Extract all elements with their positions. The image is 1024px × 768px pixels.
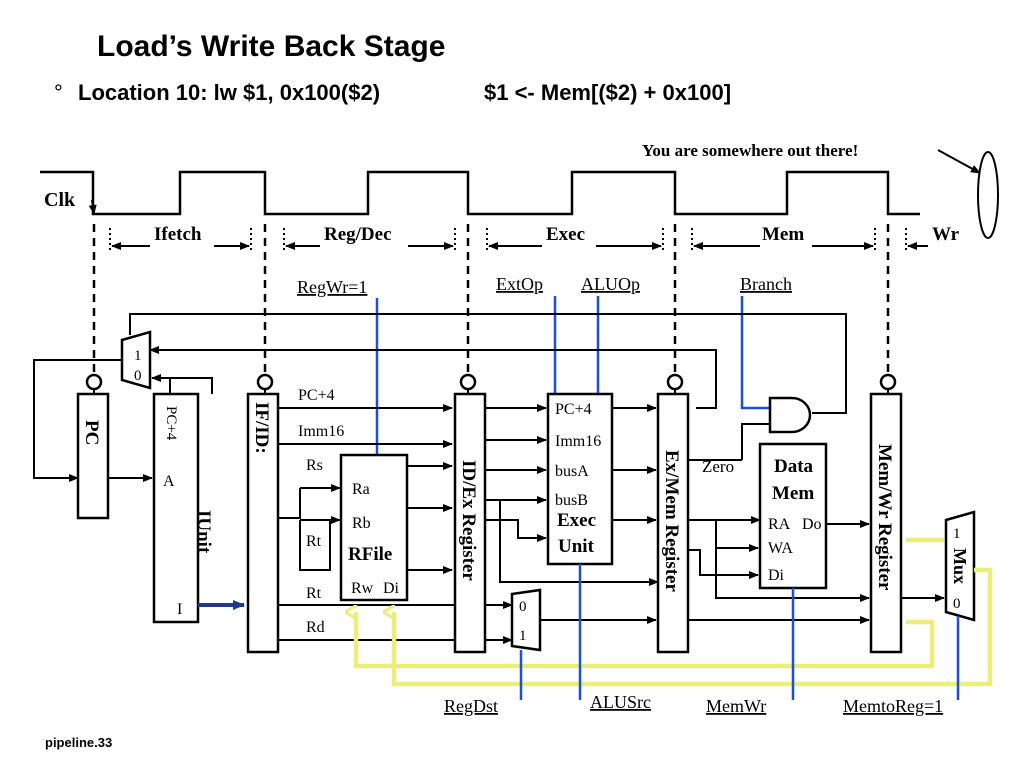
wb-mux-label: Mux xyxy=(950,548,970,584)
pc-label: PC xyxy=(81,420,102,445)
stage-ifetch: Ifetch xyxy=(154,224,202,245)
dmem-ra-port: RA xyxy=(768,516,791,533)
writeback-data-path xyxy=(394,567,993,687)
rfile-rb-port: Rb xyxy=(352,515,371,532)
exmem-register xyxy=(656,392,690,654)
clock-tap xyxy=(256,373,274,391)
wire-rt-2: Rt xyxy=(306,585,322,602)
wire-rd: Rd xyxy=(306,619,325,636)
writeback-reg-path xyxy=(356,612,935,669)
pc-mux xyxy=(120,330,152,390)
clock-tap xyxy=(459,373,477,391)
ifid-label: IF/ID: xyxy=(251,402,272,454)
regdst-mux-in-0: 0 xyxy=(519,599,527,615)
wire-imm16: Imm16 xyxy=(298,423,344,440)
iunit-pc4-port: PC+4 xyxy=(163,406,179,441)
exec-label-2: Unit xyxy=(558,536,595,557)
control-branch: Branch xyxy=(740,274,792,294)
wb-mux-in-0: 0 xyxy=(953,596,961,612)
rfile-label: RFile xyxy=(348,544,392,565)
rfile-di-port: Di xyxy=(383,580,400,597)
writeback-mux xyxy=(944,510,976,622)
clock-tap xyxy=(666,373,684,391)
control-extop: ExtOp xyxy=(496,274,543,294)
clock-waveform xyxy=(40,170,920,216)
pc-mux-in-0: 0 xyxy=(134,368,142,384)
stage-exec: Exec xyxy=(546,224,585,245)
stage-wr: Wr xyxy=(932,224,960,245)
rfile-rw-port: Rw xyxy=(351,580,374,597)
bullet-marker: ° xyxy=(54,80,63,105)
exmem-label: Ex/Mem Register xyxy=(661,450,682,592)
control-regdst: RegDst xyxy=(444,696,498,716)
iunit-label: IUnit xyxy=(193,510,214,554)
stage-regdec: Reg/Dec xyxy=(324,224,392,245)
exec-busb-port: busB xyxy=(555,492,588,509)
control-aluop: ALUOp xyxy=(581,274,640,294)
rfile-ra-port: Ra xyxy=(352,481,370,498)
control-regwr: RegWr=1 xyxy=(297,277,367,297)
register-file xyxy=(339,453,409,602)
iunit-a-port: A xyxy=(163,473,175,490)
memwr-label: Mem/Wr Register xyxy=(874,444,895,591)
control-memwr: MemWr xyxy=(706,696,766,716)
stage-mem: Mem xyxy=(762,224,804,245)
idex-register xyxy=(453,392,487,654)
data-memory xyxy=(758,442,828,590)
wb-mux-in-1: 1 xyxy=(953,526,961,542)
dmem-di-port: Di xyxy=(768,567,785,584)
idex-label: ID/Ex Register xyxy=(458,460,479,581)
iunit-block xyxy=(152,392,200,624)
slide-title: Load’s Write Back Stage xyxy=(97,30,445,63)
control-memtoreg: MemtoReg=1 xyxy=(843,696,943,716)
pc-register xyxy=(76,392,110,520)
exec-label-1: Exec xyxy=(557,510,596,531)
mux-to-pc-wire xyxy=(33,359,122,482)
dmem-do-port: Do xyxy=(802,516,822,533)
wire-rt-1: Rt xyxy=(306,533,322,550)
exec-imm16-port: Imm16 xyxy=(555,433,601,450)
slide-footer: pipeline.33 xyxy=(45,735,112,750)
annotation-ellipse xyxy=(977,151,999,239)
dmem-label-1: Data xyxy=(774,456,814,477)
subtitle-instruction: Location 10: lw $1, 0x100($2) xyxy=(78,80,380,105)
clock-tap xyxy=(879,373,897,391)
branch-target-wire xyxy=(129,313,847,414)
iunit-i-port: I xyxy=(177,601,182,618)
ifid-register xyxy=(246,392,280,654)
regdst-mux-in-1: 1 xyxy=(519,628,527,644)
annotation-text: You are somewhere out there! xyxy=(642,141,858,160)
branch-and-gate xyxy=(768,396,812,434)
regdst-mux xyxy=(510,588,542,652)
clock-label: Clk xyxy=(44,189,76,211)
dmem-label-2: Mem xyxy=(772,483,814,504)
memwr-register xyxy=(869,392,903,654)
pc-mux-in-1: 1 xyxy=(134,348,142,364)
subtitle-semantics: $1 <- Mem[($2) + 0x100] xyxy=(484,80,731,105)
annotation-pointer xyxy=(937,149,981,174)
clock-tap xyxy=(85,373,103,391)
wire-pc4: PC+4 xyxy=(298,387,335,404)
branch-line xyxy=(740,296,770,410)
control-alusrc: ALUSrc xyxy=(590,692,651,712)
exec-pc4-port: PC+4 xyxy=(555,401,592,418)
dmem-wa-port: WA xyxy=(768,540,793,557)
zero-label: Zero xyxy=(702,457,734,476)
pc4-feedback-wire xyxy=(149,346,717,409)
exec-busa-port: busA xyxy=(555,463,589,480)
wire-rs: Rs xyxy=(306,457,323,474)
